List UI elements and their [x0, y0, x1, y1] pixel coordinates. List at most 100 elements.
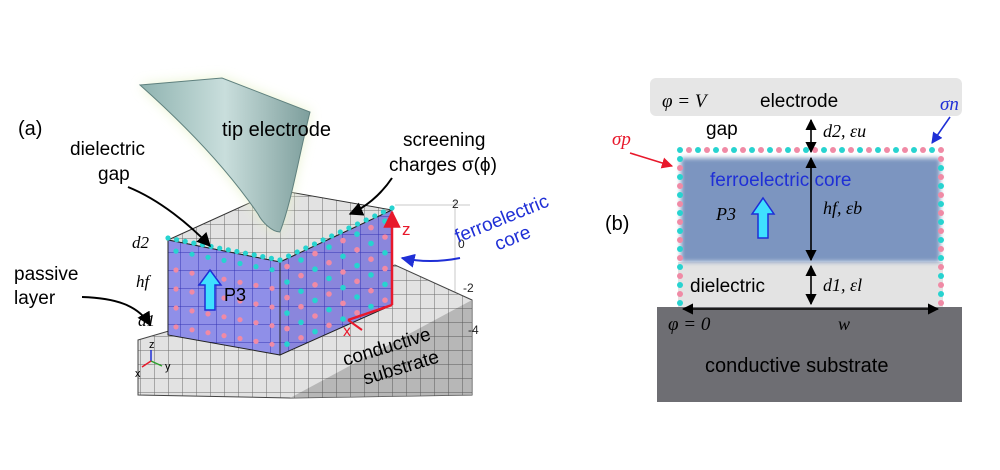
boundary-dot: [704, 147, 710, 153]
boundary-dot: [848, 147, 854, 153]
charge-dot: [382, 234, 388, 240]
boundary-dot: [776, 147, 782, 153]
boundary-dot: [938, 183, 944, 189]
charge-dot: [354, 262, 360, 269]
ferroelectric-label: ferroelectric core: [452, 191, 552, 255]
charge-dot: [368, 303, 374, 310]
boundary-dot: [938, 228, 944, 234]
polarization-arrow: P3: [197, 268, 246, 311]
charge-dot: [237, 298, 243, 304]
charge-dot: [173, 324, 179, 330]
triad-z: z: [149, 339, 155, 351]
charge-dot: [253, 282, 259, 288]
boundary-dot: [677, 282, 683, 288]
charge-dot: [286, 253, 292, 259]
panel-b: (b) φ = V electrode dielectric φ = 0 con…: [605, 78, 962, 402]
charge-dot: [182, 238, 188, 244]
top-potential-label: φ = V: [662, 91, 709, 112]
boundary-dot: [938, 174, 944, 180]
charge-dot: [382, 265, 388, 272]
coordinate-triad: z y x: [135, 339, 171, 380]
charge-dot: [269, 341, 275, 347]
charge-dot: [189, 308, 195, 314]
charge-dot: [368, 256, 374, 263]
panel-b-label: (b): [605, 213, 629, 235]
ferroelectric-arrow: [400, 253, 461, 268]
sigma-p-arrow: [629, 152, 674, 169]
screening-label-2: charges σ(ϕ): [389, 155, 497, 176]
charge-dot: [173, 267, 179, 273]
charge-dot: [237, 260, 243, 267]
boundary-dot: [677, 273, 683, 279]
boundary-dot: [938, 264, 944, 270]
boundary-dot: [812, 147, 818, 153]
boundary-dot: [902, 147, 908, 153]
charge-dot: [284, 325, 290, 332]
hf-eps-label: hf, εb: [823, 198, 862, 218]
charge-dot: [269, 304, 275, 310]
charge-dot: [205, 254, 211, 260]
boundary-dot: [938, 210, 944, 216]
charge-dot: [284, 294, 290, 301]
charge-dot: [340, 300, 346, 307]
charge-dot: [326, 322, 332, 329]
charge-dot: [173, 305, 179, 311]
charge-dot: [298, 319, 304, 326]
boundary-dot: [938, 291, 944, 297]
charge-dot: [221, 314, 227, 320]
charge-dot: [303, 245, 309, 251]
boundary-dot: [830, 147, 836, 153]
boundary-dot: [938, 147, 944, 153]
dielectric-gap-label-1: dielectric: [70, 139, 145, 160]
boundary-dot: [803, 147, 809, 153]
boundary-dot: [920, 147, 926, 153]
charge-dot: [326, 306, 332, 313]
charge-dot: [382, 250, 388, 256]
charge-dot: [340, 269, 346, 275]
charge-dot: [311, 241, 318, 247]
charge-dot: [189, 251, 195, 257]
charge-dot: [346, 225, 352, 231]
charge-dot: [340, 253, 346, 260]
charge-dot: [298, 288, 304, 295]
dielectric-label: dielectric: [690, 276, 765, 297]
charge-dot: [253, 338, 259, 344]
charge-dot: [242, 250, 249, 256]
tick-label: -2: [463, 281, 474, 295]
boundary-dot: [938, 201, 944, 207]
boundary-dot: [677, 165, 683, 171]
boundary-dot: [677, 183, 683, 189]
tip-electrode-label: tip electrode: [222, 119, 331, 141]
hf-label: hf: [136, 272, 152, 291]
charge-dot: [298, 257, 304, 263]
boundary-dot: [857, 147, 863, 153]
charge-dot: [298, 335, 304, 341]
charge-dot: [380, 209, 386, 215]
charge-dot: [189, 289, 195, 295]
boundary-dot: [929, 147, 935, 153]
surface-charge-dots: [677, 147, 944, 306]
boundary-dot: [938, 156, 944, 162]
tick-label: 2: [452, 197, 459, 211]
boundary-dot: [938, 255, 944, 261]
charge-dot: [174, 237, 180, 243]
charge-dot: [326, 244, 332, 250]
charge-dot: [354, 294, 360, 300]
charge-dot: [237, 279, 243, 285]
charge-dot: [191, 240, 197, 246]
boundary-dot: [677, 156, 683, 162]
charge-dot: [269, 267, 275, 273]
charge-dot: [294, 249, 300, 255]
charge-dot: [312, 250, 318, 257]
w-label: w: [838, 314, 850, 334]
passive-label-2: layer: [14, 288, 56, 309]
boundary-dot: [677, 210, 683, 216]
charge-dot: [251, 252, 257, 258]
charge-dot: [320, 237, 326, 243]
tip-electrode: [138, 77, 311, 233]
charge-dot: [225, 247, 231, 253]
charge-dot: [372, 213, 378, 219]
charge-dot: [284, 310, 290, 316]
screening-arrow: [348, 177, 393, 216]
axis-ticks: 2 0 -2 -4: [452, 197, 479, 337]
